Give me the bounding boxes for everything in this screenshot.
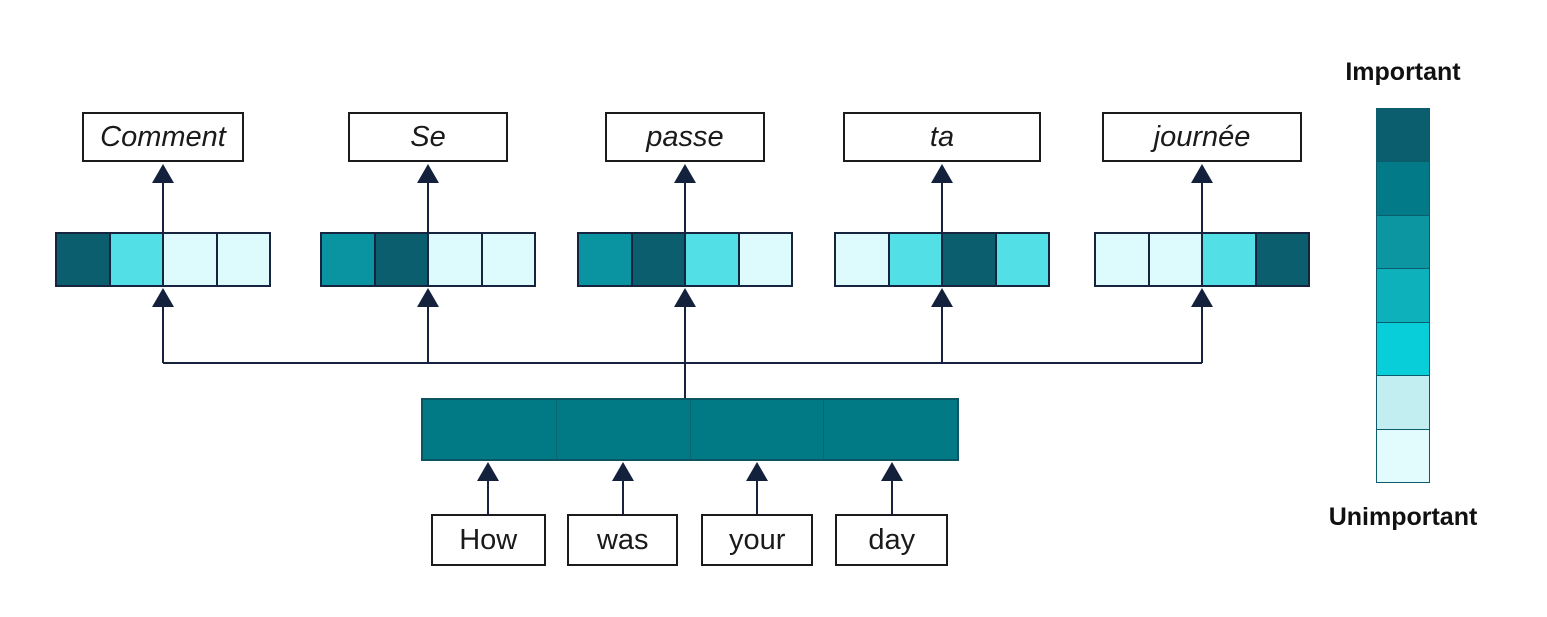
strip-to-word-arrow-head [931,164,953,183]
legend-scale-cell [1377,375,1429,429]
attention-cell-medium [579,234,631,285]
encoder-cell [555,400,690,459]
target-word-box: Comment [82,112,244,162]
connector-to-strip-arrow-head [417,288,439,307]
connector-to-strip-arrow-shaft [427,304,429,363]
connector-to-strip-arrow-head [674,288,696,307]
source-word-label: was [596,523,649,556]
attention-cell-bright [108,234,162,285]
word-to-encoder-arrow-shaft [621,478,624,514]
legend-scale-cell [1377,109,1429,162]
target-word-label: ta [929,120,955,153]
encoder-cell [823,400,957,459]
word-to-encoder-arrow-head [746,462,769,481]
word-to-encoder-arrow-head [611,462,634,481]
attention-cell-dark [941,234,995,285]
attention-cell-dark [57,234,109,285]
attention-cell-pale [215,234,269,285]
attention-strip [1094,232,1310,287]
attention-strip [577,232,793,287]
word-to-encoder-arrow-head [880,462,903,481]
source-word-box: How [430,514,546,566]
attention-cell-pale [1096,234,1148,285]
attention-cell-dark [1254,234,1308,285]
source-word-label: your [729,523,786,556]
strip-to-word-arrow-shaft [941,180,943,232]
source-word-box: was [567,514,679,566]
word-to-encoder-arrow-shaft [756,478,759,514]
attention-strip [320,232,536,287]
strip-to-word-arrow-head [152,164,174,183]
attention-strip [834,232,1050,287]
connector-to-strip-arrow-shaft [162,304,164,363]
encoder-cell [689,400,824,459]
encoder-block [421,398,959,461]
target-word-box: passe [605,112,765,162]
target-word-box: ta [843,112,1041,162]
attention-strip [55,232,271,287]
attention-cell-medium [322,234,374,285]
strip-to-word-arrow-shaft [684,180,686,232]
target-word-label: Se [410,120,446,153]
attention-cell-pale [1147,234,1201,285]
attention-cell-dark [630,234,684,285]
strip-to-word-arrow-shaft [427,180,429,232]
attention-cell-bright [887,234,941,285]
attention-cell-pale [427,234,481,285]
word-to-encoder-arrow-shaft [890,478,893,514]
connector-to-strip-arrow-head [931,288,953,307]
connector-to-strip-arrow-shaft [941,304,943,363]
word-to-encoder-arrow-shaft [487,478,490,514]
legend-scale-cell [1377,321,1429,376]
source-word-box: your [701,514,814,566]
attention-cell-pale [480,234,534,285]
connector-to-strip-arrow-head [152,288,174,307]
encoder-stem-line [684,362,686,400]
target-word-box: journée [1102,112,1302,162]
legend-scale-cell [1377,161,1429,215]
source-word-label: How [459,523,518,556]
strip-to-word-arrow-head [674,164,696,183]
strip-to-word-arrow-head [417,164,439,183]
attention-cell-pale [836,234,888,285]
target-word-label: passe [646,120,724,153]
attention-cell-pale [737,234,791,285]
legend-color-scale [1376,108,1430,483]
connector-to-strip-arrow-head [1191,288,1213,307]
connector-to-strip-arrow-shaft [1201,304,1203,363]
strip-to-word-arrow-head [1191,164,1213,183]
encoder-cell [423,400,556,459]
target-word-label: Comment [100,120,226,153]
target-word-label: journée [1153,120,1251,153]
strip-to-word-arrow-shaft [1201,180,1203,232]
legend-scale-cell [1377,214,1429,269]
connector-to-strip-arrow-shaft [684,304,686,363]
attention-cell-bright [994,234,1048,285]
attention-cell-bright [684,234,738,285]
connector-horizontal-line [163,362,1202,364]
attention-cell-pale [162,234,216,285]
target-word-box: Se [348,112,508,162]
attention-cell-dark [373,234,427,285]
legend-unimportant-label: Unimportant [1328,503,1478,531]
attention-cell-bright [1201,234,1255,285]
strip-to-word-arrow-shaft [162,180,164,232]
source-word-label: day [868,523,916,556]
legend-scale-cell [1377,428,1429,482]
word-to-encoder-arrow-head [477,462,500,481]
source-word-box: day [835,514,949,566]
legend-important-label: Important [1345,58,1461,86]
legend-scale-cell [1377,268,1429,322]
